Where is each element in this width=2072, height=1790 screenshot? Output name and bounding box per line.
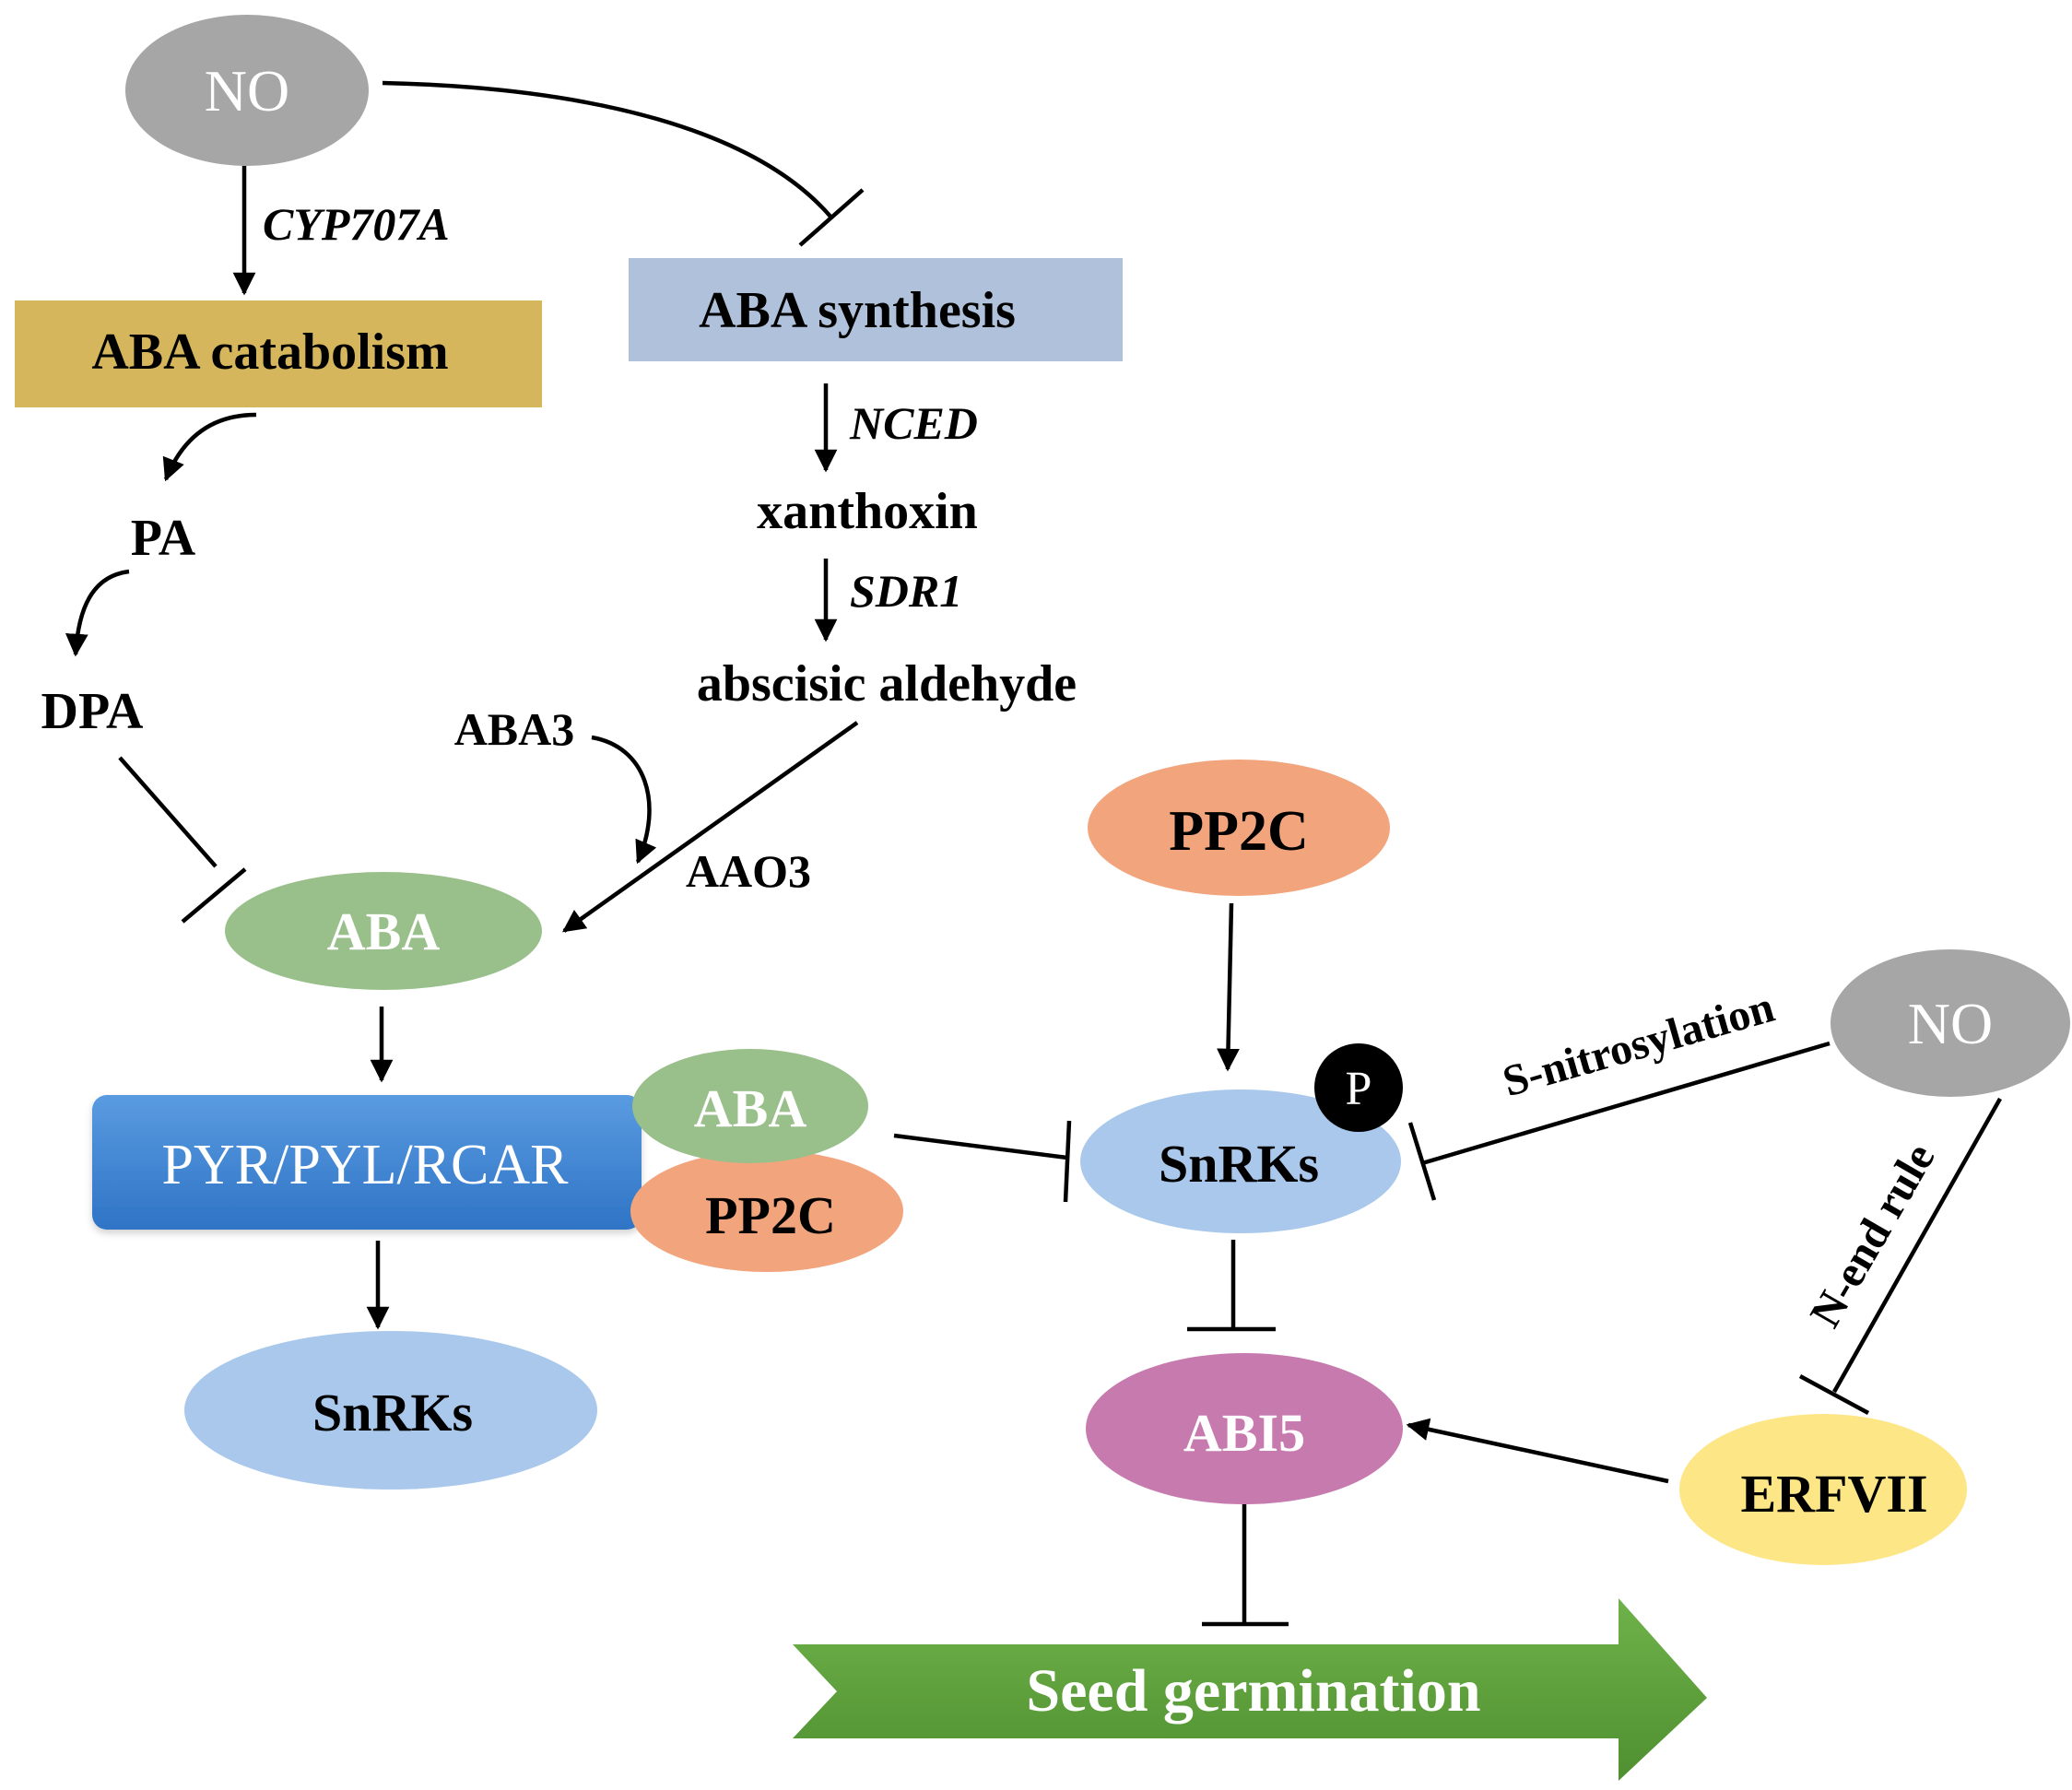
snrks-left-label: SnRKs bbox=[312, 1383, 473, 1443]
pp2c-top-label: PP2C bbox=[1169, 800, 1309, 863]
seed-germination-label: Seed germination bbox=[1026, 1657, 1480, 1725]
edge-pa-to-dpa bbox=[65, 569, 130, 657]
node-xanthoxin: xanthoxin bbox=[757, 483, 978, 540]
no-right-label: NO bbox=[1908, 991, 1993, 1056]
edges bbox=[65, 80, 2002, 1627]
inhibit-bar-snrks-right bbox=[1407, 1122, 1437, 1201]
label-sdr1: SDR1 bbox=[850, 565, 962, 617]
inhibit-bar-erfvii bbox=[1798, 1374, 1870, 1415]
edge-aba3-to-aba bbox=[591, 735, 657, 865]
edge-no-inhibits-synthesis bbox=[382, 80, 833, 219]
edge-dpa-inhibits-aba bbox=[118, 756, 218, 868]
node-receptor: PYR/PYL/RCAR bbox=[92, 1095, 642, 1230]
node-pp2c-bound: PP2C bbox=[630, 1150, 903, 1272]
aba-catabolism-label: ABA catabolism bbox=[91, 324, 448, 381]
edge-complex-inhibits-snrks bbox=[893, 1133, 1068, 1160]
node-aba-synthesis: ABA synthesis bbox=[629, 258, 1123, 361]
snrks-right-label: SnRKs bbox=[1159, 1134, 1319, 1194]
receptor-label: PYR/PYL/RCAR bbox=[161, 1134, 569, 1196]
node-no-top: NO bbox=[125, 15, 369, 166]
no-top-label: NO bbox=[205, 58, 289, 124]
node-snrks-left: SnRKs bbox=[184, 1331, 597, 1490]
node-erfvii: ERFVII bbox=[1679, 1414, 1967, 1565]
node-dpa: DPA bbox=[41, 683, 144, 740]
aba-main-label: ABA bbox=[327, 901, 441, 961]
label-aao3: AAO3 bbox=[686, 845, 811, 897]
node-aba-main: ABA bbox=[225, 872, 542, 990]
node-pa: PA bbox=[131, 510, 196, 567]
edge-erfvii-to-abi5 bbox=[1406, 1418, 1669, 1484]
label-nced: NCED bbox=[849, 397, 978, 449]
node-snrks-right: SnRKs bbox=[1080, 1089, 1401, 1233]
node-abscisic-aldehyde: abscisic aldehyde bbox=[697, 655, 1077, 712]
label-s-nitrosylation: S-nitrosylation bbox=[1498, 983, 1780, 1107]
edge-no-inhibits-erfvii bbox=[1832, 1097, 2002, 1394]
edge-no-inhibits-snrks bbox=[1421, 1041, 1831, 1166]
label-cyp707a: CYP707A bbox=[263, 198, 450, 250]
node-seed-germination-arrow: Seed germination bbox=[793, 1598, 1707, 1781]
node-phospho-badge: P bbox=[1314, 1043, 1403, 1132]
inhibit-bar-snrks-left bbox=[1063, 1120, 1072, 1203]
edge-pp2c-to-snrks bbox=[1217, 902, 1240, 1072]
inhibit-bar-aba bbox=[181, 867, 247, 924]
node-no-right: NO bbox=[1831, 949, 2070, 1097]
abi5-label: ABI5 bbox=[1183, 1403, 1305, 1463]
erfvii-label: ERFVII bbox=[1740, 1464, 1927, 1524]
aba-bound-label: ABA bbox=[694, 1078, 807, 1138]
aba-synthesis-label: ABA synthesis bbox=[699, 282, 1016, 339]
edge-aldehyde-to-aba bbox=[561, 721, 859, 933]
edge-catabolism-to-pa bbox=[162, 412, 257, 482]
phospho-label: P bbox=[1346, 1063, 1372, 1115]
pp2c-bound-label: PP2C bbox=[705, 1185, 836, 1245]
node-aba-catabolism: ABA catabolism bbox=[15, 300, 542, 407]
node-pp2c-top: PP2C bbox=[1088, 760, 1390, 896]
label-aba3: ABA3 bbox=[454, 703, 575, 755]
inhibit-bar-synthesis bbox=[798, 188, 865, 247]
node-aba-bound: ABA bbox=[632, 1049, 868, 1163]
node-abi5: ABI5 bbox=[1086, 1353, 1403, 1504]
